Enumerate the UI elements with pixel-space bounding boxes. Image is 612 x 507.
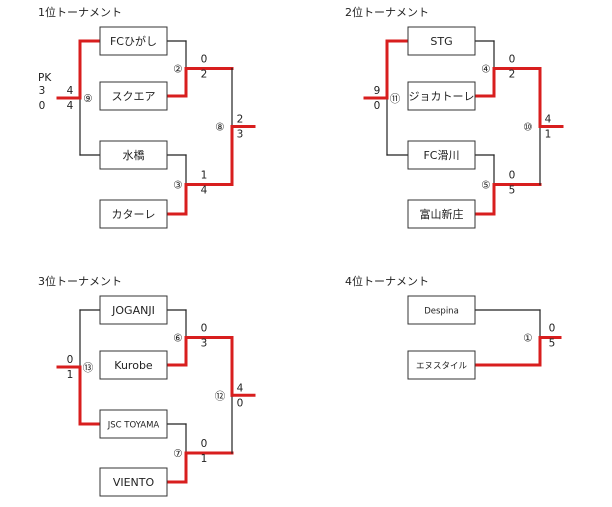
score: 0 bbox=[201, 438, 208, 450]
score: 0 bbox=[201, 323, 208, 335]
team-box bbox=[99, 140, 168, 170]
tournament-title: 1位トーナメント bbox=[38, 5, 122, 19]
match-number: ① bbox=[523, 333, 532, 345]
team-name: Despina bbox=[424, 307, 459, 317]
team-name: FCひがし bbox=[110, 34, 157, 48]
score: 0 bbox=[549, 323, 556, 335]
score: 9 bbox=[374, 85, 381, 97]
team-name: 富山新庄 bbox=[420, 207, 464, 221]
team-box bbox=[407, 81, 476, 111]
match-number: ⑩ bbox=[523, 122, 532, 134]
score: 2 bbox=[201, 69, 208, 81]
score: 0 bbox=[39, 100, 46, 112]
score: 4 bbox=[545, 114, 552, 126]
match-number: ⑦ bbox=[173, 448, 182, 460]
score: 0 bbox=[509, 54, 516, 66]
match-number: ⑥ bbox=[173, 333, 182, 345]
score: 0 bbox=[374, 100, 381, 112]
tournament-title: 2位トーナメント bbox=[345, 5, 429, 19]
score: 1 bbox=[545, 129, 552, 141]
tournament-title: 3位トーナメント bbox=[38, 274, 122, 288]
team-box bbox=[99, 26, 168, 56]
team-box bbox=[99, 467, 168, 497]
team-name: JSC TOYAMA bbox=[107, 421, 160, 431]
score: 5 bbox=[509, 185, 516, 197]
team-name: FC滑川 bbox=[423, 149, 459, 162]
score: 5 bbox=[549, 338, 556, 350]
score: 1 bbox=[67, 369, 74, 381]
score: 1 bbox=[201, 453, 208, 465]
score: 0 bbox=[201, 54, 208, 66]
team-name: カターレ bbox=[112, 208, 156, 221]
team-name: JOGANJI bbox=[111, 304, 155, 317]
team-box bbox=[99, 295, 168, 325]
match-number: ⑪ bbox=[390, 93, 401, 105]
match-number: ⑫ bbox=[215, 390, 226, 402]
score: 4 bbox=[237, 382, 244, 394]
team-name: ジョカトーレ bbox=[409, 90, 475, 103]
score: 4 bbox=[67, 100, 74, 112]
score: 0 bbox=[237, 397, 244, 409]
score: 2 bbox=[237, 114, 244, 126]
team-name: 水橋 bbox=[123, 148, 145, 162]
team-box bbox=[407, 350, 476, 380]
tournament-title: 4位トーナメント bbox=[345, 274, 429, 288]
score: 3 bbox=[201, 338, 208, 350]
team-box bbox=[99, 409, 168, 439]
match-number: ⑬ bbox=[83, 362, 94, 374]
team-box bbox=[99, 81, 168, 111]
score: 4 bbox=[67, 85, 74, 97]
match-number: ② bbox=[173, 64, 182, 76]
score: 0 bbox=[509, 170, 516, 182]
score: 4 bbox=[201, 185, 208, 197]
score: 2 bbox=[509, 69, 516, 81]
pk-label: PK bbox=[38, 72, 52, 84]
score: 3 bbox=[39, 85, 46, 97]
match-number: ③ bbox=[173, 180, 182, 192]
team-box bbox=[99, 350, 168, 380]
match-number: ⑧ bbox=[215, 122, 224, 134]
team-box bbox=[407, 26, 476, 56]
team-name: エヌスタイル bbox=[416, 362, 468, 372]
team-name: STG bbox=[430, 35, 452, 48]
team-name: スクエア bbox=[112, 90, 156, 103]
match-number: ⑤ bbox=[481, 180, 490, 192]
match-number: ⑨ bbox=[83, 93, 92, 105]
team-box bbox=[407, 295, 476, 325]
team-box bbox=[99, 199, 168, 229]
match-number: ④ bbox=[481, 64, 490, 76]
team-box bbox=[407, 140, 476, 170]
team-name: Kurobe bbox=[114, 359, 153, 372]
team-name: VIENTO bbox=[113, 476, 155, 489]
team-box bbox=[407, 199, 476, 229]
score: 1 bbox=[201, 170, 208, 182]
score: 3 bbox=[237, 129, 244, 141]
score: 0 bbox=[67, 354, 74, 366]
